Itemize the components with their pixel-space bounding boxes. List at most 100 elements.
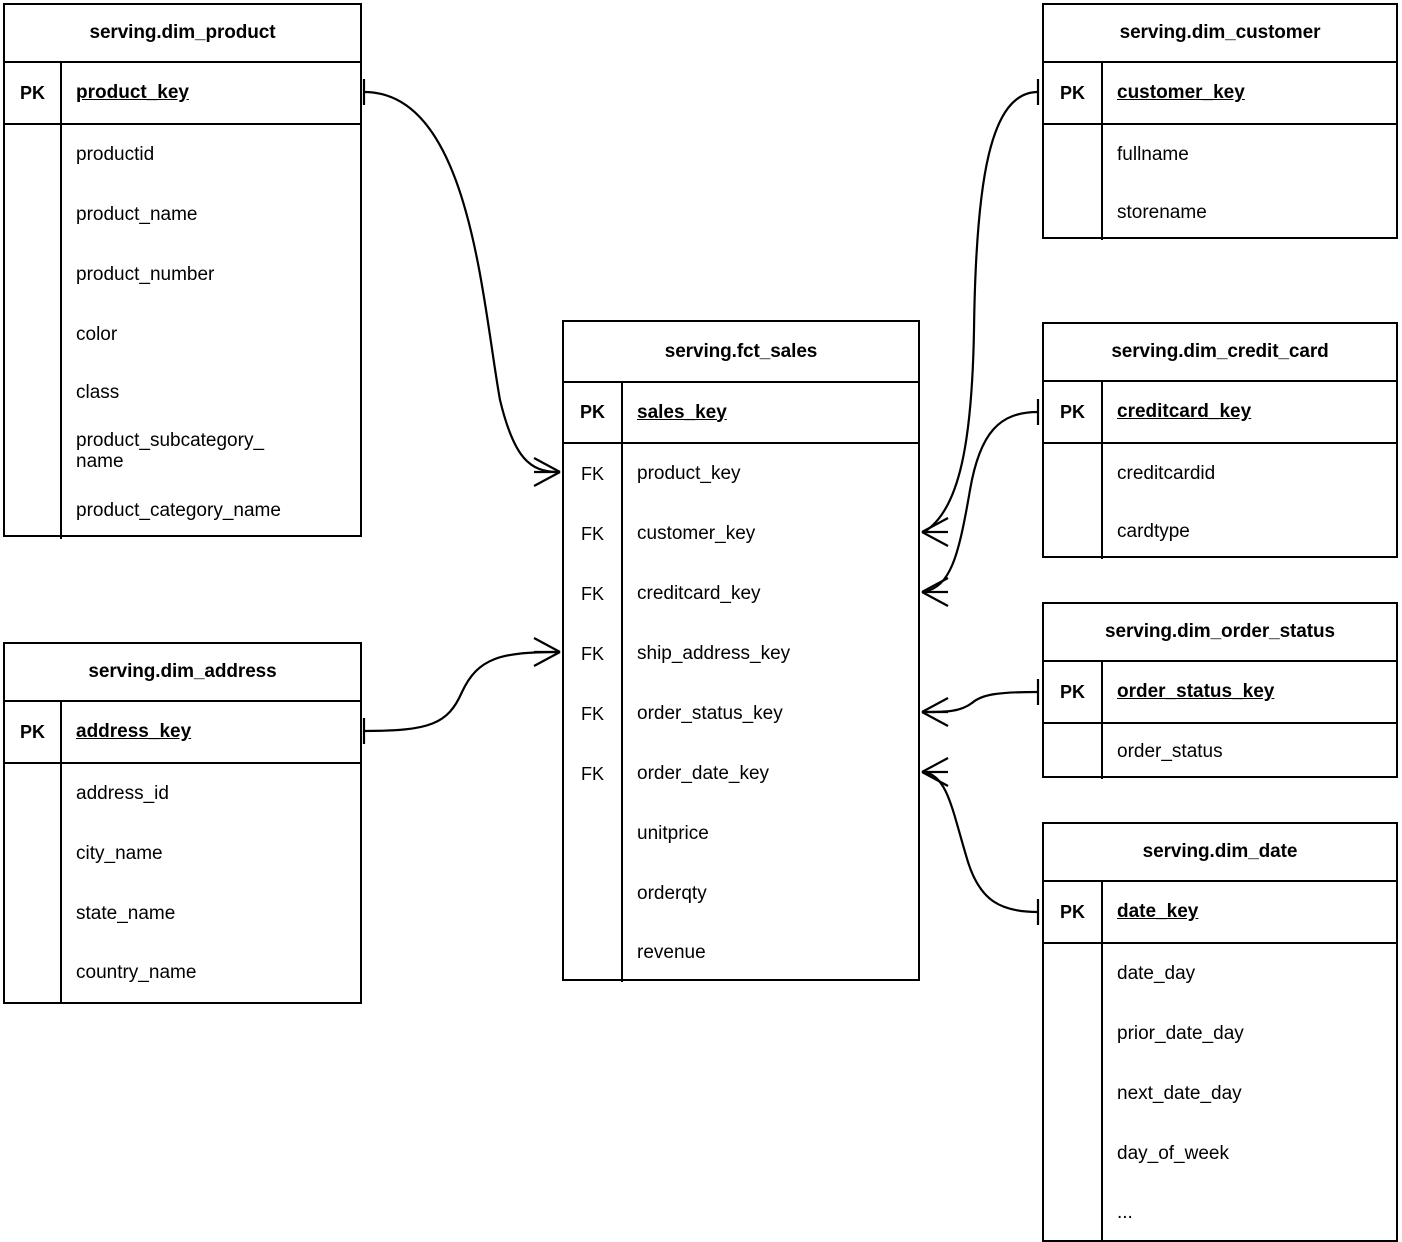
attribute-name-dim_product-6: product_category_name <box>76 499 281 521</box>
attribute-key-column-dim_address <box>5 764 62 1002</box>
entity-title-dim_credit_card: serving.dim_credit_card <box>1044 324 1396 382</box>
entity-title-dim_date: serving.dim_date <box>1044 824 1396 882</box>
attribute-key-dim_date-2 <box>1044 1064 1101 1124</box>
attribute-key-fct_sales-4: FK <box>580 703 604 724</box>
attribute-key-dim_credit_card-0 <box>1044 444 1101 504</box>
relationship-product-to-sales <box>363 90 559 474</box>
attribute-key-dim_product-2 <box>5 245 60 305</box>
cardinality-many-marker-many-date <box>921 757 949 787</box>
pk-badge-dim_credit_card: PK <box>1044 382 1103 442</box>
attribute-key-fct_sales-6 <box>564 804 621 864</box>
relationship-date-to-sales <box>923 770 1039 914</box>
attribute-name-fct_sales-5: order_date_key <box>637 763 770 785</box>
attribute-key-dim_date-4 <box>1044 1184 1101 1242</box>
attribute-name-dim_credit_card-0: creditcardid <box>1117 463 1216 485</box>
attribute-key-column-dim_order_status <box>1044 724 1103 779</box>
attribute-name-column-dim_order_status: order_status <box>1103 724 1396 779</box>
attribute-key-column-dim_customer <box>1044 125 1103 240</box>
attribute-key-fct_sales-5: FK <box>580 763 604 784</box>
pk-badge-dim_address: PK <box>5 702 62 762</box>
pk-field-dim_product: product_key <box>76 82 189 103</box>
attribute-key-dim_product-0 <box>5 125 60 185</box>
attribute-key-dim_customer-1 <box>1044 185 1101 240</box>
pk-row-dim_order_status[interactable]: PK order_status_key <box>1044 662 1396 724</box>
pk-row-dim_product[interactable]: PK product_key <box>5 63 360 125</box>
attribute-name-dim_product-3: color <box>76 324 118 346</box>
pk-badge-fct_sales: PK <box>564 383 623 442</box>
entity-title-dim_order_status: serving.dim_order_status <box>1044 604 1396 662</box>
attribute-name-fct_sales-6: unitprice <box>637 823 709 845</box>
attribute-key-dim_address-0 <box>5 764 60 824</box>
cardinality-many-marker-many-orderstatus <box>921 697 949 727</box>
entity-title-dim_address: serving.dim_address <box>5 644 360 702</box>
attribute-block-dim_order_status: order_status <box>1044 724 1396 779</box>
attribute-key-dim_address-2 <box>5 884 60 944</box>
attribute-name-dim_address-3: country_name <box>76 962 197 984</box>
relationship-orderstatus-to-sales <box>923 690 1039 714</box>
attribute-key-dim_product-5 <box>5 420 60 482</box>
pk-badge-dim_product: PK <box>5 63 62 123</box>
pk-row-dim_credit_card[interactable]: PK creditcard_key <box>1044 382 1396 444</box>
attribute-name-column-dim_credit_card: creditcardid cardtype <box>1103 444 1396 559</box>
attribute-name-dim_product-5: product_subcategory_ name <box>76 429 265 472</box>
attribute-block-dim_credit_card: creditcardid cardtype <box>1044 444 1396 559</box>
pk-field-dim_customer: customer_key <box>1117 82 1245 103</box>
attribute-key-column-dim_product <box>5 125 62 539</box>
pk-badge-dim_order_status: PK <box>1044 662 1103 722</box>
pk-badge-dim_date: PK <box>1044 882 1103 942</box>
attribute-name-dim_address-2: state_name <box>76 903 176 925</box>
attribute-name-fct_sales-0: product_key <box>637 463 741 485</box>
attribute-name-dim_date-1: prior_date_day <box>1117 1023 1244 1045</box>
pk-row-dim_customer[interactable]: PK customer_key <box>1044 63 1396 125</box>
entity-title-fct_sales: serving.fct_sales <box>564 322 918 383</box>
attribute-name-dim_address-1: city_name <box>76 843 163 865</box>
attribute-key-dim_product-3 <box>5 305 60 365</box>
attribute-name-fct_sales-1: customer_key <box>637 523 756 545</box>
attribute-key-dim_order_status-0 <box>1044 724 1101 779</box>
attribute-key-dim_date-3 <box>1044 1124 1101 1184</box>
cardinality-many-marker-many-creditcard <box>921 577 949 607</box>
cardinality-many-marker-many-product <box>533 457 561 487</box>
attribute-key-fct_sales-0: FK <box>580 463 604 484</box>
attribute-name-dim_order_status-0: order_status <box>1117 740 1223 762</box>
attribute-key-fct_sales-2: FK <box>580 583 604 604</box>
relationship-customer-to-sales <box>923 90 1039 533</box>
entity-title-dim_customer: serving.dim_customer <box>1044 5 1396 63</box>
attribute-name-dim_credit_card-1: cardtype <box>1117 520 1190 542</box>
attribute-name-dim_product-4: class <box>76 381 120 403</box>
attribute-name-dim_product-1: product_name <box>76 204 198 226</box>
attribute-name-dim_customer-1: storename <box>1117 201 1207 223</box>
pk-field-dim_credit_card: creditcard_key <box>1117 401 1252 422</box>
attribute-key-fct_sales-1: FK <box>580 523 604 544</box>
pk-field-dim_order_status: order_status_key <box>1117 681 1275 702</box>
attribute-key-fct_sales-7 <box>564 864 621 924</box>
attribute-name-dim_date-4: ... <box>1117 1202 1133 1224</box>
attribute-key-dim_credit_card-1 <box>1044 504 1101 559</box>
pk-badge-dim_customer: PK <box>1044 63 1103 123</box>
cardinality-many-marker-many-address <box>533 637 561 667</box>
attribute-name-fct_sales-8: revenue <box>637 942 706 964</box>
attribute-name-fct_sales-4: order_status_key <box>637 703 783 725</box>
attribute-name-dim_product-2: product_number <box>76 264 215 286</box>
